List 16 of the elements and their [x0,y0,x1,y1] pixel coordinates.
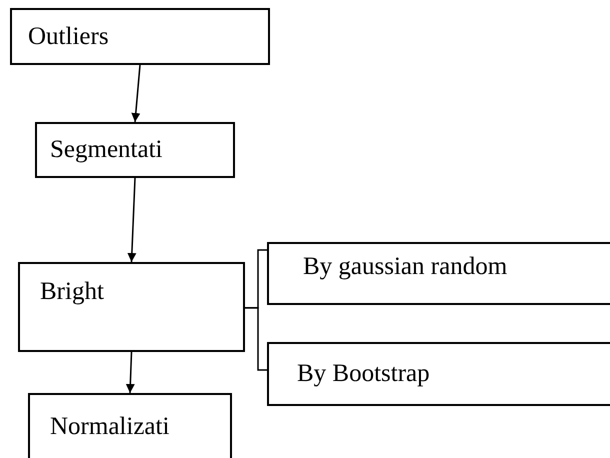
box-label: Outliers [28,22,109,50]
process-box [35,122,235,178]
bracket-connector [245,307,267,371]
arrow [127,178,136,262]
box-label: Bright [40,278,104,306]
process-box [28,393,232,458]
process-box [10,8,270,65]
arrow [131,64,141,122]
process-box [267,342,610,406]
process-box [267,242,610,305]
box-label: Normalizati [50,412,170,440]
process-box [18,262,245,352]
box-label: By Bootstrap [297,360,430,388]
arrow [126,352,135,394]
box-label: Segmentati [50,136,162,164]
box-label: By gaussian random [303,252,508,280]
